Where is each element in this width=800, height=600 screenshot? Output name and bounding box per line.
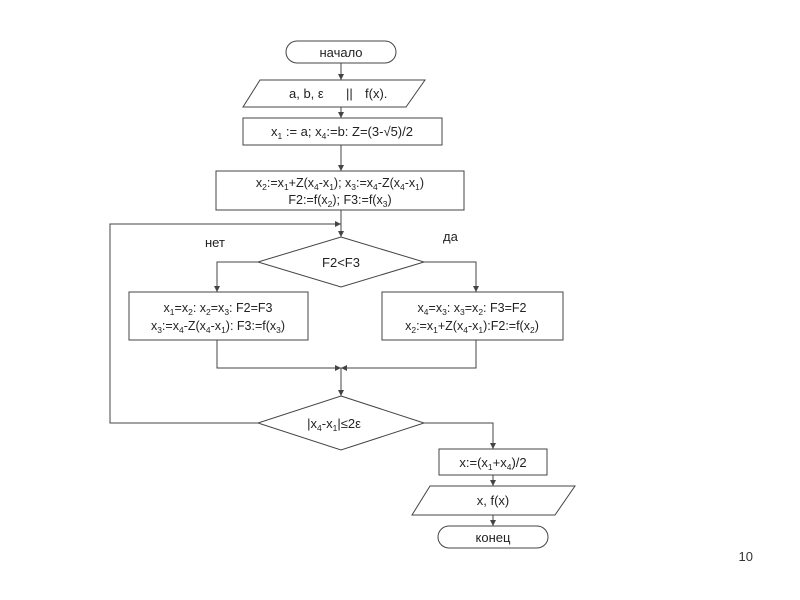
compute-process (215, 170, 465, 211)
connector-decision2-result (424, 422, 496, 449)
yes-branch-process (381, 291, 564, 341)
start-label: начало (319, 45, 362, 60)
decision-compare-label: F2<F3 (322, 255, 360, 270)
compute-label-line2: F2:=f(x2); F3:=f(x3) (288, 193, 391, 209)
label-no: нет (205, 235, 225, 250)
no-branch-line2: x3:=x4-Z(x4-x1): F3:=f(x3) (151, 319, 285, 335)
no-branch-process (128, 291, 309, 341)
result-process (438, 448, 548, 476)
page-number: 10 (738, 549, 753, 564)
connector-yes-branch (424, 261, 479, 292)
connector-yes-merge (341, 340, 477, 371)
yes-branch-line2: x2:=x1+Z(x4-x1):F2:=f(x2) (405, 319, 539, 335)
connector-no-merge (216, 340, 341, 371)
input-label-func: f(x). (365, 86, 387, 101)
decision-convergence-label: |x4-x1|≤2ε (307, 416, 361, 433)
connectors (109, 63, 496, 526)
result-label: x:=(x1+x4)/2 (459, 455, 526, 472)
yes-branch-line1: x4=x3: x3=x2: F3=F2 (418, 301, 527, 317)
input-label-sep: || (346, 86, 353, 101)
output-label: x, f(x) (477, 493, 510, 508)
init-process (242, 117, 443, 146)
no-branch-line1: x1=x2: x2=x3: F2=F3 (164, 301, 273, 317)
start-terminator (285, 40, 397, 64)
input-parallelogram (242, 79, 426, 108)
input-label-vars: a, b, ε (289, 86, 324, 101)
end-terminator (437, 525, 549, 549)
init-label: x1 := a; x4:=b: Z=(3-√5)/2 (271, 124, 413, 141)
decision-compare (256, 236, 426, 288)
decision-convergence (256, 395, 426, 451)
connector-loop-back (109, 221, 341, 424)
compute-label-line1: x2:=x1+Z(x4-x1); x3:=x4-Z(x4-x1) (256, 176, 424, 192)
label-yes: да (443, 229, 459, 244)
connector-no-branch (214, 261, 258, 292)
end-label: конец (476, 530, 511, 545)
output-parallelogram (411, 485, 576, 516)
